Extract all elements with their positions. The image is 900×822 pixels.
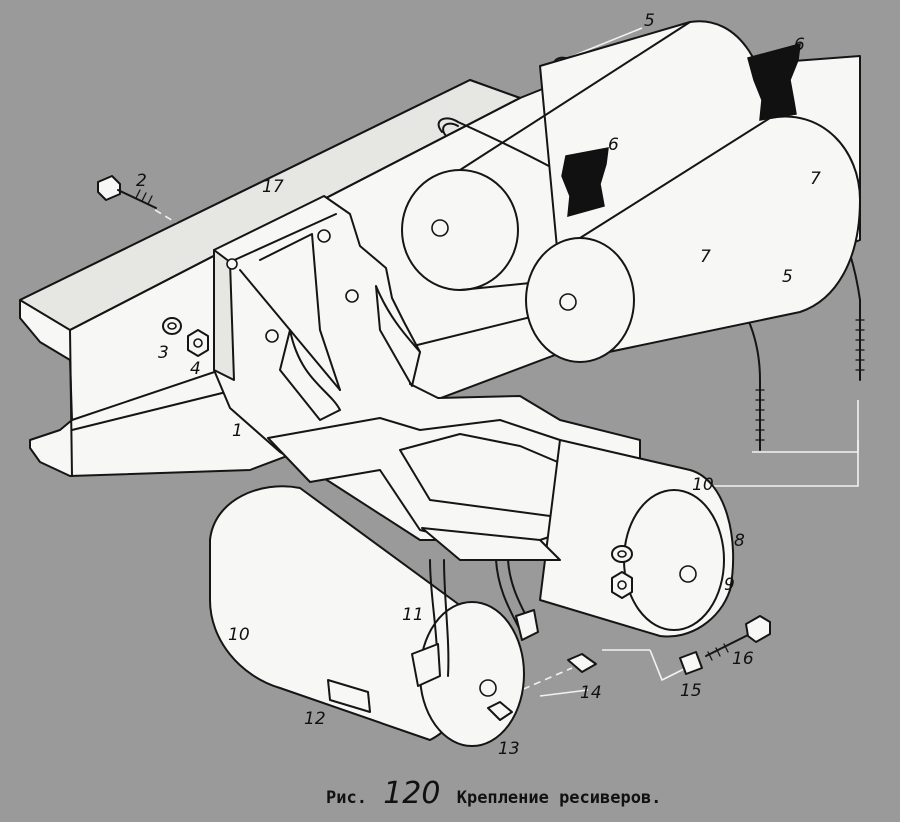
nut-4 [187,329,209,357]
upper-receiver-front [525,115,861,363]
callout-8: 8 [734,531,745,551]
callout-17: 17 [262,177,284,197]
washer-3 [162,317,182,335]
callout-10-right: 10 [692,475,714,495]
callout-16: 16 [732,649,754,669]
caption-figure-number: 120 [383,776,441,811]
caption-prefix: Рис. [326,788,367,808]
pin-14 [567,653,597,673]
callout-10-left: 10 [228,625,250,645]
clamp-band [411,559,539,687]
callout-13: 13 [498,739,520,759]
callout-11: 11 [402,605,424,625]
bushing-15 [679,651,703,675]
support-block [327,679,371,713]
pin-13 [487,701,513,721]
callout-12: 12 [304,709,326,729]
callout-1: 1 [232,421,243,441]
callout-3: 3 [158,343,169,363]
caption-title: Крепление ресиверов. [456,788,662,808]
callout-15: 15 [680,681,702,701]
callout-7-mid: 7 [700,247,711,267]
callout-5-top: 5 [644,11,655,31]
callout-6-top: 6 [794,35,805,55]
callout-6-mid: 6 [608,135,619,155]
rubber-pads [561,42,801,218]
callout-4: 4 [190,359,201,379]
figure-caption: Рис. 120 Крепление ресиверов. [326,776,661,811]
nut-9 [611,571,633,599]
bolt-16 [705,615,771,661]
callout-7-right: 7 [810,169,821,189]
callout-14: 14 [580,683,602,703]
lower-receiver-right [539,439,735,638]
callout-labels: 1 2 3 4 5 5 6 6 7 7 8 9 10 10 11 12 13 1… [136,11,821,759]
washer-8 [611,545,633,563]
callout-2: 2 [136,171,147,191]
bolt-2 [97,175,157,209]
callout-5-right: 5 [782,267,793,287]
callout-9: 9 [724,575,735,595]
